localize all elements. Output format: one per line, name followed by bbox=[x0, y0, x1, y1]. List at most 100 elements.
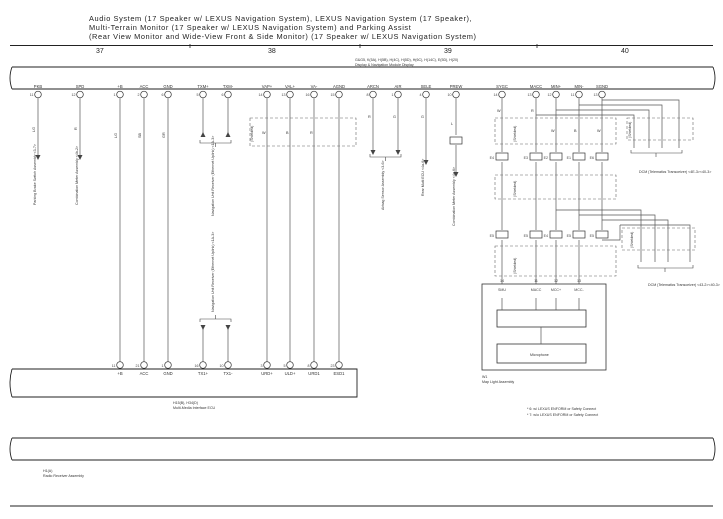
shielded-label: (Shielded) bbox=[630, 232, 634, 248]
display-pin-number: 16 bbox=[306, 93, 310, 97]
junction-label: E4 bbox=[490, 156, 494, 160]
svg-text:G: G bbox=[421, 115, 424, 119]
junction-connector bbox=[595, 230, 609, 239]
junction-connector bbox=[549, 230, 563, 239]
display-pin bbox=[575, 90, 583, 99]
arrows bbox=[35, 132, 459, 330]
display-name: Display & Navigation Module Display bbox=[355, 63, 414, 67]
junction-label: E3 bbox=[524, 156, 528, 160]
display-pin bbox=[498, 90, 506, 99]
junction-connector bbox=[572, 152, 586, 161]
title-line-3: (Rear View Monitor and Wide-View Front &… bbox=[89, 32, 477, 41]
display-pin-label: GND bbox=[163, 84, 172, 89]
display-pin bbox=[116, 90, 124, 99]
display-pin-label: AGND bbox=[333, 84, 345, 89]
ecu-pin-number: 23 bbox=[331, 364, 335, 368]
display-pin-label: MIN+ bbox=[551, 84, 562, 89]
display-pin bbox=[532, 90, 540, 99]
display-pin-label: MIN- bbox=[574, 84, 584, 89]
ecu-pin-number: 10 bbox=[220, 364, 224, 368]
receiver-connector-id: H1(A) bbox=[43, 469, 52, 473]
display-pin-number: 14 bbox=[494, 93, 498, 97]
display-pin bbox=[369, 90, 377, 99]
display-pin-label: +B bbox=[117, 84, 122, 89]
svg-text:GR: GR bbox=[162, 132, 166, 138]
map-light-pin-number: 13 bbox=[577, 279, 581, 283]
map-light-name: Map Light Assembly bbox=[482, 380, 514, 384]
svg-text:W: W bbox=[551, 129, 555, 133]
junction-label: E5 bbox=[567, 234, 571, 238]
display-pin bbox=[34, 90, 42, 99]
junction-connector bbox=[572, 230, 586, 239]
ecu-pin-number: 21 bbox=[136, 364, 140, 368]
wires bbox=[37, 98, 691, 362]
svg-text:G: G bbox=[393, 115, 396, 119]
display-pin-label: SYGC bbox=[496, 84, 508, 89]
display-pin bbox=[452, 90, 460, 99]
wire-colors: LG R LG SB GR W B R R G G L W R W B W bbox=[32, 109, 601, 138]
display-pin bbox=[335, 90, 343, 99]
label-dcm-2: DCM (Telematics Transceiver) <43-2><40-3… bbox=[648, 283, 720, 287]
display-pin-label: MACC bbox=[530, 84, 542, 89]
display-pin-label: VA- bbox=[311, 84, 318, 89]
prew-connector bbox=[449, 136, 463, 145]
display-pin bbox=[310, 90, 318, 99]
display-pin-label: PREW bbox=[450, 84, 463, 89]
map-light-pin-number: 14 bbox=[500, 279, 504, 283]
display-pin-label: AIR bbox=[395, 84, 402, 89]
display-pin-number: 8 bbox=[367, 93, 369, 97]
display-pin bbox=[552, 90, 560, 99]
display-pin-number: 12 bbox=[72, 93, 76, 97]
map-light-pin-number: 12 bbox=[554, 279, 558, 283]
ecu-end bbox=[9, 368, 13, 398]
display-pin-number: 12 bbox=[548, 93, 552, 97]
display-pin-label: ARCN bbox=[367, 84, 379, 89]
display-connector-id: G&G5, K(5A), H(5B), H(4C), H(5D), H(6C),… bbox=[355, 58, 458, 62]
ecu-pin bbox=[224, 361, 232, 369]
shield-dcm-2 bbox=[621, 227, 696, 251]
label-dcm-1: DCM (Telematics Transceiver) <4E-3><40-3… bbox=[639, 170, 711, 174]
junction-label: E1 bbox=[567, 156, 571, 160]
svg-text:W: W bbox=[597, 129, 601, 133]
ecu-pin-number: 3 bbox=[261, 364, 263, 368]
label-combination-meter-2: Combination Meter Assembly <4a-6> bbox=[452, 167, 456, 226]
display-pin-label: SELE bbox=[421, 84, 432, 89]
display-pin-number: 13 bbox=[528, 93, 532, 97]
shield-mic-2 bbox=[494, 174, 617, 200]
display-pin bbox=[598, 90, 606, 99]
label-rear-multi: Rear Multi ECU <4a-6> bbox=[421, 159, 425, 196]
label-txm: Navigation Unit Receiver (Ethernet Uplin… bbox=[211, 136, 215, 216]
ecu-connector-id: H15(B), H34(D) bbox=[173, 401, 198, 405]
ecu-pin-label: URD1 bbox=[308, 371, 320, 376]
svg-text:R: R bbox=[531, 109, 534, 113]
shield-mic-3 bbox=[494, 245, 617, 277]
shielded-label: (Shielded) bbox=[513, 126, 517, 142]
junction-connector bbox=[529, 230, 543, 239]
junction-label: E6 bbox=[590, 156, 594, 160]
map-light-pin-label: MACC bbox=[531, 288, 542, 292]
map-light-pin-label: MCC+ bbox=[551, 288, 561, 292]
display-pin bbox=[140, 90, 148, 99]
display-pin-number: 1 bbox=[114, 93, 116, 97]
junction-connector bbox=[529, 152, 543, 161]
shielded-label: (Shielded) bbox=[513, 181, 517, 197]
ecu-body bbox=[12, 368, 358, 398]
receiver-body bbox=[12, 437, 713, 461]
display-pin bbox=[199, 90, 207, 99]
ecu-pin-label: +B bbox=[117, 371, 122, 376]
display-pin-number: 6 bbox=[162, 93, 164, 97]
svg-text:R: R bbox=[310, 131, 313, 135]
section-39: 39 bbox=[444, 48, 452, 55]
ecu-pin-label: ULD+ bbox=[285, 371, 296, 376]
ecu-pin-label: TX1+ bbox=[198, 371, 209, 376]
display-pin bbox=[394, 90, 402, 99]
ecu-pins: +B11ACC21GND1TX1+16TX1-10URD+3ULD+5URD18… bbox=[112, 361, 345, 376]
display-pin-label: SPD bbox=[76, 84, 85, 89]
svg-text:W: W bbox=[497, 109, 501, 113]
ecu-pin-label: GND bbox=[163, 371, 172, 376]
ecu-pin bbox=[164, 361, 172, 369]
ecu-pin-number: 11 bbox=[112, 364, 116, 368]
